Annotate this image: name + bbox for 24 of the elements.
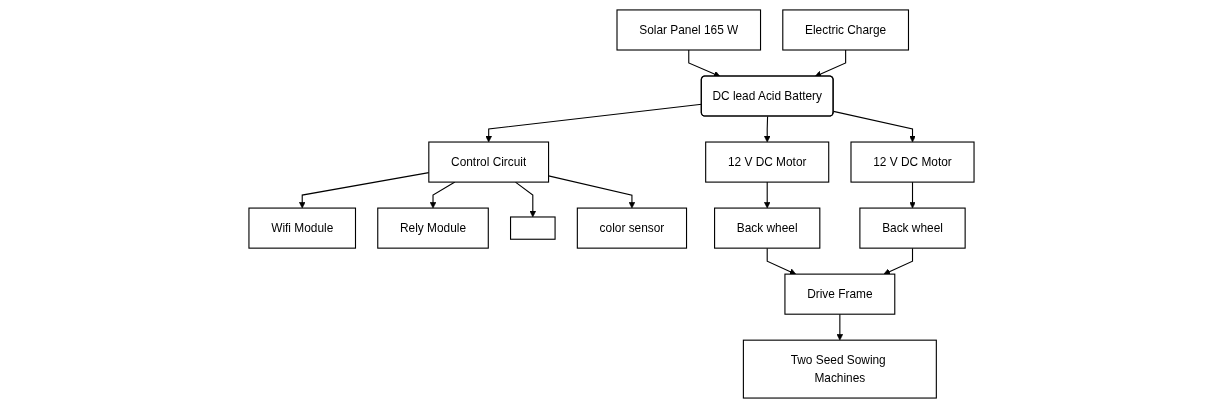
node-box <box>509 216 556 240</box>
node-box: Drive Frame <box>783 273 895 315</box>
node-box: Rely Module <box>376 207 489 249</box>
arrow <box>429 181 455 209</box>
arrow <box>836 313 843 341</box>
node-box: Control Circuit <box>427 141 549 183</box>
node-box: color sensor <box>576 207 687 249</box>
node-box: Solar Panel 165 W <box>615 9 761 51</box>
arrow <box>763 115 770 143</box>
arrow <box>514 181 536 218</box>
node-box: Wifi Module <box>247 207 356 249</box>
arrow <box>766 247 796 275</box>
arrow <box>763 181 770 209</box>
arrow <box>298 172 429 209</box>
node-box: 12 V DC Motor <box>704 141 829 183</box>
node-box: Two Seed Sowing Machines <box>742 339 937 399</box>
arrow <box>908 181 916 209</box>
node-box: Back wheel <box>713 207 820 249</box>
node-box: Back wheel <box>858 207 966 249</box>
node-box: Electric Charge <box>781 9 909 51</box>
arrow <box>883 247 913 275</box>
arrow <box>832 110 916 143</box>
node-box: 12 V DC Motor <box>849 141 975 183</box>
arrow <box>814 49 846 77</box>
